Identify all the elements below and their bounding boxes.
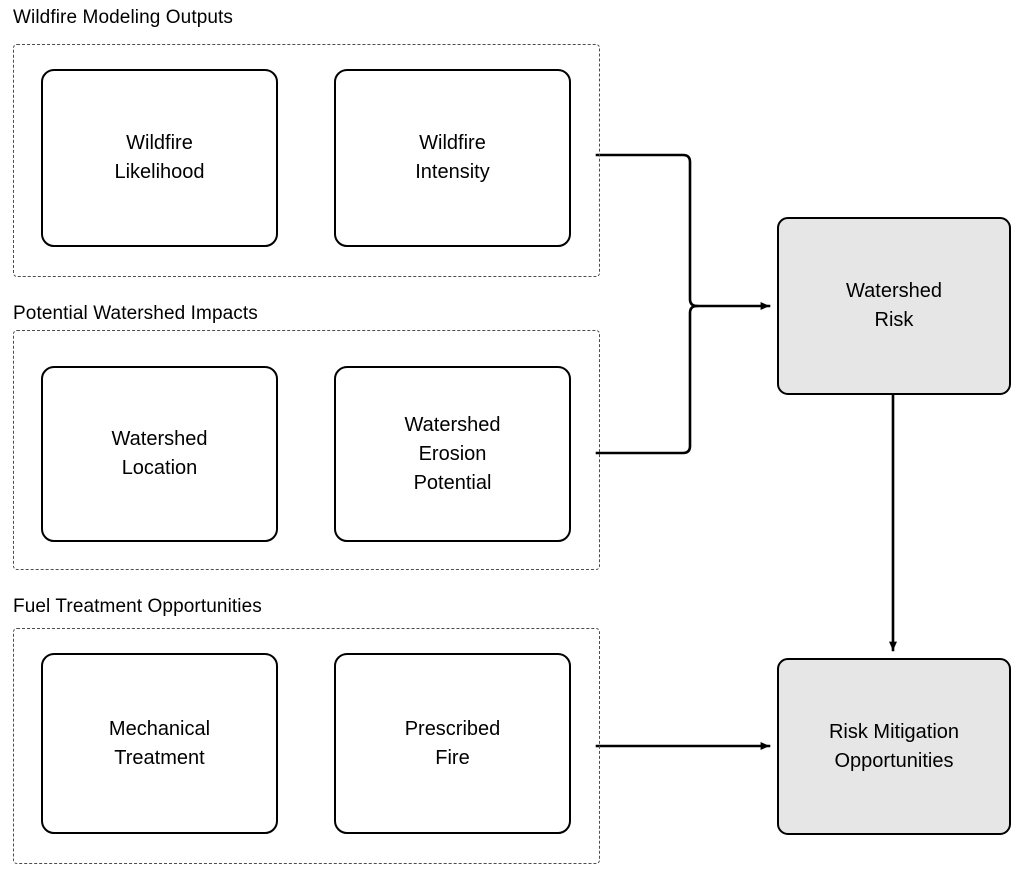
node-label-risk-mitigation-opportunities: Risk Mitigation Opportunities (828, 720, 960, 772)
group-container-fuel-treatment-opportunities (13, 628, 600, 864)
node-label-mechanical-treatment: Mechanical Treatment (108, 717, 211, 769)
group-container-wildfire-modeling-outputs (13, 44, 600, 277)
group-container-potential-watershed-impacts (13, 330, 600, 570)
edge-modeling-to-watershed-risk (595, 153, 771, 310)
node-watershed-erosion-potential[interactable]: Watershed Erosion Potential (334, 366, 571, 542)
node-label-wildfire-intensity: Wildfire Intensity (415, 132, 490, 183)
node-wildfire-intensity[interactable]: Wildfire Intensity (334, 69, 571, 247)
node-risk-mitigation-opportunities[interactable]: Risk Mitigation Opportunities (777, 658, 1011, 835)
group-label-fuel-treatment-opportunities: Fuel Treatment Opportunities (13, 596, 262, 617)
node-wildfire-likelihood[interactable]: Wildfire Likelihood (41, 69, 278, 247)
edge-impacts-to-watershed-risk (595, 304, 699, 455)
group-label-wildfire-modeling-outputs: Wildfire Modeling Outputs (13, 7, 234, 28)
node-prescribed-fire[interactable]: Prescribed Fire (334, 653, 571, 834)
node-label-wildfire-likelihood: Wildfire Likelihood (114, 132, 205, 183)
node-watershed-risk[interactable]: Watershed Risk (777, 217, 1011, 395)
node-label-watershed-erosion-potential: Watershed Erosion Potential (404, 413, 501, 494)
node-watershed-location[interactable]: Watershed Location (41, 366, 278, 542)
node-label-watershed-risk: Watershed Risk (846, 280, 942, 331)
node-label-prescribed-fire: Prescribed Fire (404, 717, 501, 769)
node-label-watershed-location: Watershed Location (111, 428, 208, 479)
group-label-potential-watershed-impacts: Potential Watershed Impacts (13, 303, 258, 324)
node-mechanical-treatment[interactable]: Mechanical Treatment (41, 653, 278, 834)
